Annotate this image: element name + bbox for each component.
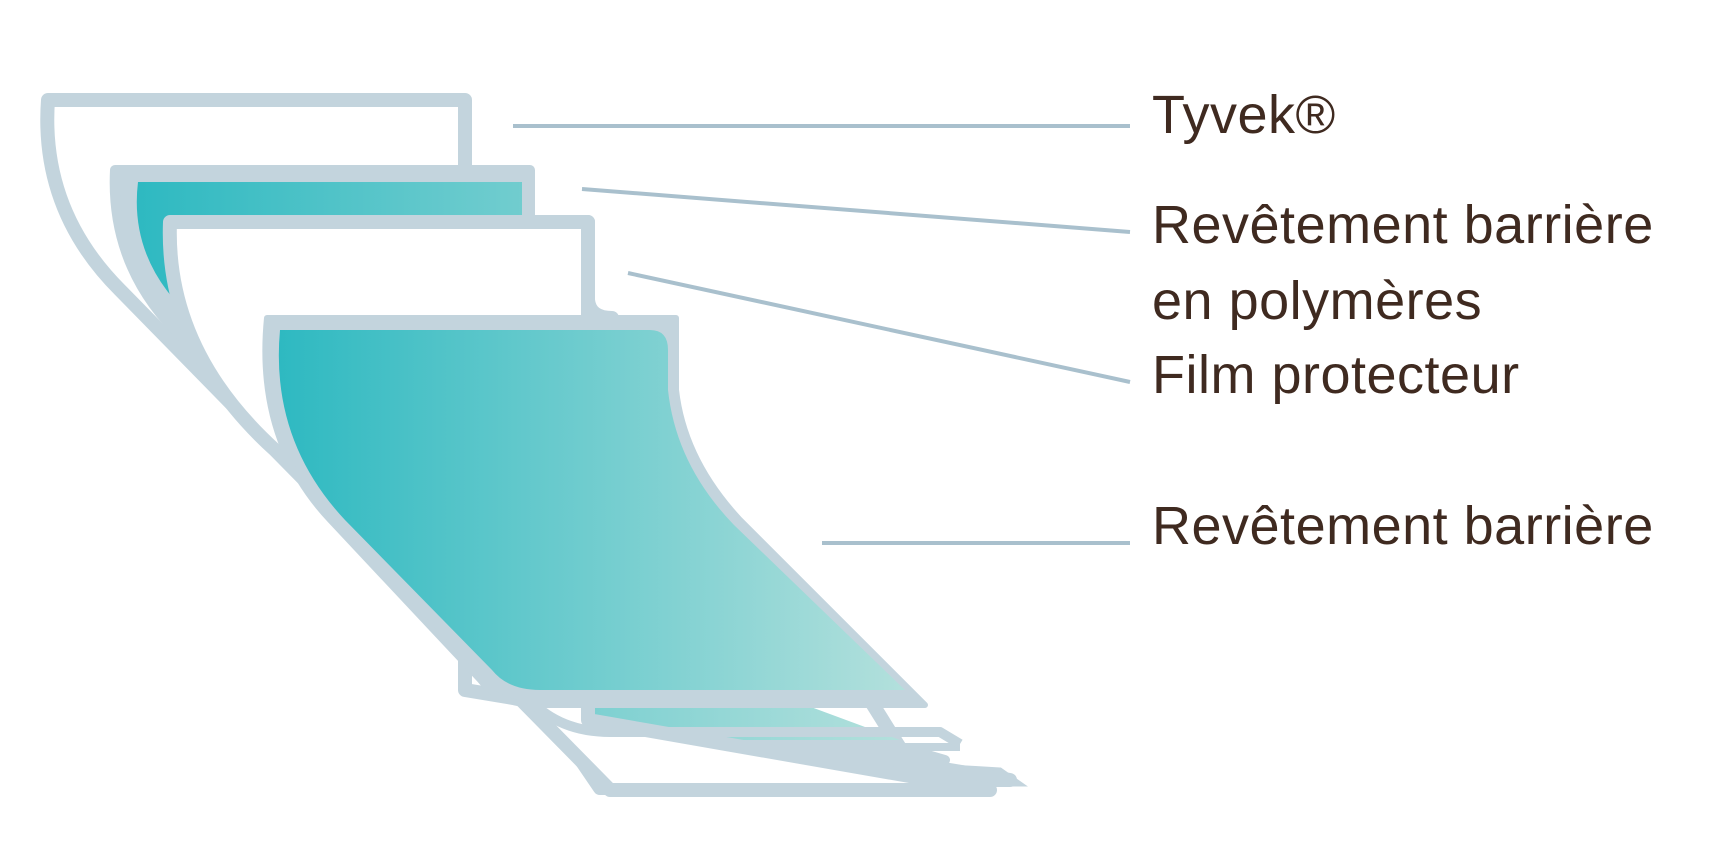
label-polymer-coating-line2: en polymères — [1152, 271, 1483, 331]
label-protective-film: Film protecteur — [1152, 345, 1520, 405]
label-polymer-coating: Revêtement barrière en polymères — [1152, 187, 1654, 339]
leader-line-polymer — [581, 187, 1131, 234]
label-barrier-coating: Revêtement barrière — [1152, 496, 1654, 556]
leader-line-film — [627, 271, 1131, 384]
barrier-coating-layer — [262, 315, 963, 749]
label-tyvek: Tyvek® — [1152, 85, 1336, 145]
label-polymer-coating-line1: Revêtement barrière — [1152, 195, 1654, 255]
